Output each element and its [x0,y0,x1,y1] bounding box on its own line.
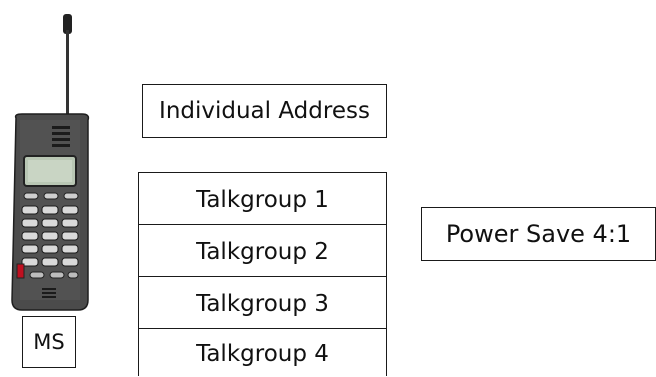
ms-label-box: MS [22,316,76,368]
antenna [66,30,69,118]
talkgroup-label: Talkgroup 1 [196,186,329,213]
individual-address-label: Individual Address [159,98,370,124]
bottom-keys [29,271,79,279]
talkgroup-list: Talkgroup 1 Talkgroup 2 Talkgroup 3 Talk… [138,172,387,376]
talkgroup-item: Talkgroup 4 [139,329,386,377]
talkgroup-label: Talkgroup 2 [196,238,329,265]
ms-label: MS [33,330,65,354]
antenna-tip [63,14,72,34]
talkgroup-item: Talkgroup 1 [139,173,386,225]
talkgroup-label: Talkgroup 3 [196,290,329,317]
individual-address-box: Individual Address [142,84,387,138]
keypad [21,205,79,267]
microphone [42,288,56,298]
earpiece [52,126,70,147]
talkgroup-item: Talkgroup 3 [139,277,386,329]
power-save-label: Power Save 4:1 [445,220,632,248]
talkgroup-item: Talkgroup 2 [139,225,386,277]
power-save-box: Power Save 4:1 [421,207,656,261]
talkgroup-label: Talkgroup 4 [196,341,329,367]
power-key [16,263,25,279]
mobile-phone-icon [11,14,90,311]
function-keys [23,192,79,200]
